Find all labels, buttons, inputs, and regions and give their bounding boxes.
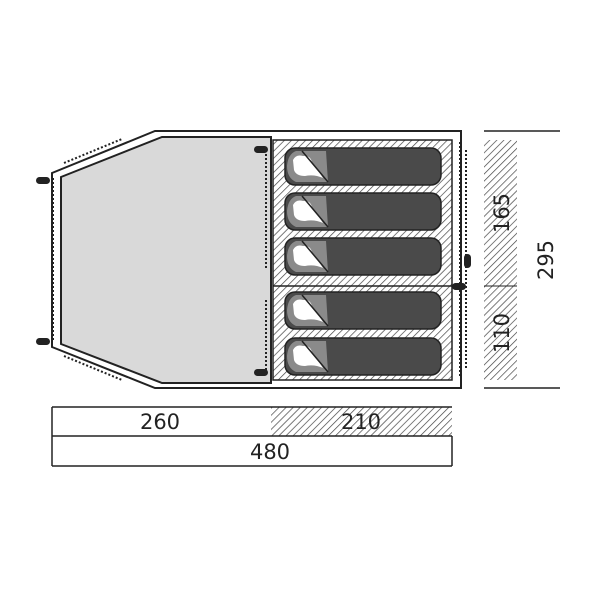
sleeping-bag-icon	[284, 192, 442, 231]
peg-icon	[452, 283, 466, 290]
width-bar-front	[484, 140, 517, 286]
peg-icon	[36, 338, 50, 345]
dim-260: 260	[140, 410, 180, 434]
dim-110: 110	[490, 313, 514, 353]
length-bar-bedroom	[271, 407, 452, 436]
dim-210: 210	[341, 410, 381, 434]
dim-165: 165	[490, 193, 514, 233]
sleeping-bag-icon	[284, 237, 442, 276]
peg-icon	[254, 369, 268, 376]
tent-pegs	[36, 146, 471, 376]
dim-295: 295	[534, 240, 558, 280]
living-area	[60, 136, 272, 384]
sleeping-bag-icon	[284, 291, 442, 330]
peg-icon	[464, 254, 471, 268]
peg-icon	[254, 146, 268, 153]
sleeping-bag-icon	[284, 147, 442, 186]
peg-icon	[36, 177, 50, 184]
sleeping-bag-icon	[284, 337, 442, 376]
dim-480: 480	[250, 440, 290, 464]
width-bar-rear	[484, 286, 517, 380]
